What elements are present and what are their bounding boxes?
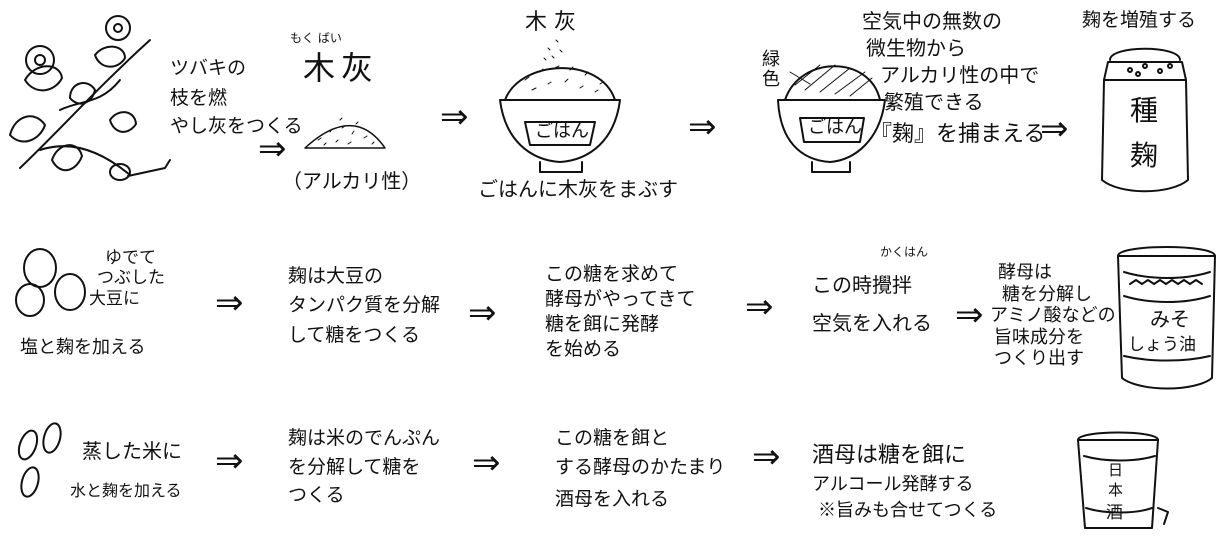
r3-step2-caption: 麹は米のでんぷん を分解して糖を つくる [288, 424, 440, 510]
r2-step4-line-1: この時攪拌 [812, 273, 912, 297]
camellia-branch-icon [9, 15, 171, 181]
camellia-line-1: ツバキの [170, 57, 247, 79]
r2-step5-line-4: 旨味成分を [994, 326, 1084, 348]
beans-line-4: 塩と麹を加える [20, 337, 146, 358]
r3-step4-line-1: 酒母は糖を餌に [812, 443, 967, 468]
stir-ruby: かくはん [880, 245, 929, 259]
seed-koji-jar-icon [1101, 47, 1189, 193]
microbe-line-4: 繁殖できる [884, 90, 984, 114]
alkaline-label: （アルカリ性） [282, 169, 422, 193]
rice-bowl-label-2: ごはん [808, 117, 862, 138]
r3-step4-caption: 酒母は糖を餌に アルコール発酵する ※旨みも合せてつくる [812, 440, 997, 524]
r2-step5-line-5: つくり出す [994, 348, 1084, 370]
r3-step3-caption: この糖を餌と する酵母のかたまり 酒母を入れる [555, 424, 725, 514]
r2-step3-line-2: 酵母がやってきて [545, 288, 696, 311]
jar-title: 麹を増殖する [1082, 9, 1197, 31]
r3-step4-line-2: アルコール発酵する [812, 473, 974, 495]
arrow-r1-1: ⇒ [258, 129, 287, 169]
arrow-r3-1: ⇒ [215, 441, 244, 481]
green-label: 緑色 [762, 49, 780, 90]
arrow-r2-2: ⇒ [468, 293, 497, 333]
r3-step4-line-3: ※旨みも合せてつくる [818, 499, 998, 521]
miso-soy-jar-icon [1117, 246, 1216, 390]
r3-step3-line-1: この糖を餌と [555, 427, 670, 449]
camellia-line-3: やし灰をつくる [170, 114, 303, 137]
rice-caption-2: 水と麹を加える [70, 481, 182, 500]
microbe-line-1: 空気中の無数の [862, 9, 1002, 33]
beans-caption-top: ゆでて つぶした 大豆に [89, 248, 165, 309]
wood-ash-label: 木灰 [303, 49, 380, 87]
rice-top-ash-label: 木 灰 [525, 10, 576, 35]
soy-sauce-label: しょう油 [1128, 335, 1196, 355]
rice-bowl-icon [499, 39, 621, 173]
step5-caption: 酵母は 糖を分解し アミノ酸などの 旨味成分を つくり出す [990, 262, 1116, 370]
miso-label: みそ [1150, 307, 1190, 331]
r2-step5-line-3: アミノ酸などの [990, 305, 1116, 327]
r2-step5-line-2: 糖を分解し [1002, 283, 1092, 305]
arrow-r3-2: ⇒ [472, 443, 501, 483]
r2-step4-line-2: 空気を入れる [812, 311, 932, 335]
beans-line-1: ゆでて [105, 248, 156, 268]
arrow-r2-1: ⇒ [215, 283, 244, 323]
wood-ash-ruby: もく ばい [290, 31, 342, 45]
microbe-line-3: アルカリ性の中で [880, 63, 1040, 87]
camellia-line-2: 枝を燃 [170, 86, 228, 109]
rice-grains-icon [17, 422, 62, 498]
arrow-r2-3: ⇒ [745, 287, 774, 327]
r2-step3-line-4: を始める [545, 338, 622, 361]
sake-char-3: 酒 [1106, 503, 1123, 523]
seed-koji-char-1: 種 [1130, 94, 1159, 127]
r3-step3-line-3: 酒母を入れる [555, 488, 670, 510]
beans-line-3: 大豆に [89, 288, 140, 309]
r2-step5-line-1: 酵母は [998, 262, 1052, 283]
sake-char-1: 日 [1108, 461, 1124, 479]
r3-step3-line-2: する酵母のかたまり [555, 455, 726, 478]
microbe-caption: 空気中の無数の 微生物から アルカリ性の中で 繁殖できる 『麹』を捕まえる [862, 9, 1046, 148]
microbe-line-2: 微生物から [866, 36, 966, 60]
wood-ash-pile-icon [304, 117, 386, 149]
r3-step2-line-2: を分解して糖を [288, 455, 421, 478]
moldy-rice-bowl-icon [777, 64, 886, 173]
sake-cup-icon [1077, 431, 1169, 529]
rice-caption: ごはんに木灰をまぶす [478, 177, 678, 201]
r2-step2-line-2: タンパク質を分解 [288, 294, 441, 317]
arrow-r1-4: ⇒ [1040, 109, 1069, 149]
step4-caption: この時攪拌 空気を入れる [812, 266, 932, 342]
arrow-r2-4: ⇒ [955, 295, 984, 335]
r2-step2-line-3: して糖をつくる [288, 323, 421, 346]
r3-step2-line-3: つくる [288, 484, 345, 506]
r2-step2-line-1: 麹は大豆の [288, 265, 384, 287]
soybeans-icon [15, 248, 86, 317]
arrow-r1-2: ⇒ [440, 97, 469, 137]
r2-step3-line-1: この糖を求めて [545, 263, 679, 285]
sake-char-2: 本 [1108, 481, 1124, 499]
camellia-caption: ツバキの 枝を燃 やし灰をつくる [170, 57, 303, 138]
rice-caption-1: 蒸した米に [82, 439, 182, 463]
step3-caption: この糖を求めて 酵母がやってきて 糖を餌に発酵 を始める [545, 262, 695, 362]
rice-bowl-label: ごはん [535, 121, 589, 142]
beans-line-2: つぶした [97, 268, 165, 289]
step2-caption: 麹は大豆の タンパク質を分解 して糖をつくる [288, 262, 440, 350]
microbe-line-5: 『麹』を捕まえる [870, 122, 1046, 147]
arrow-r1-3: ⇒ [688, 107, 717, 147]
r3-step2-line-1: 麹は米のでんぷん [288, 427, 441, 449]
seed-koji-char-2: 麹 [1130, 139, 1159, 172]
arrow-r3-3: ⇒ [752, 437, 781, 477]
r2-step3-line-3: 糖を餌に発酵 [545, 313, 660, 336]
